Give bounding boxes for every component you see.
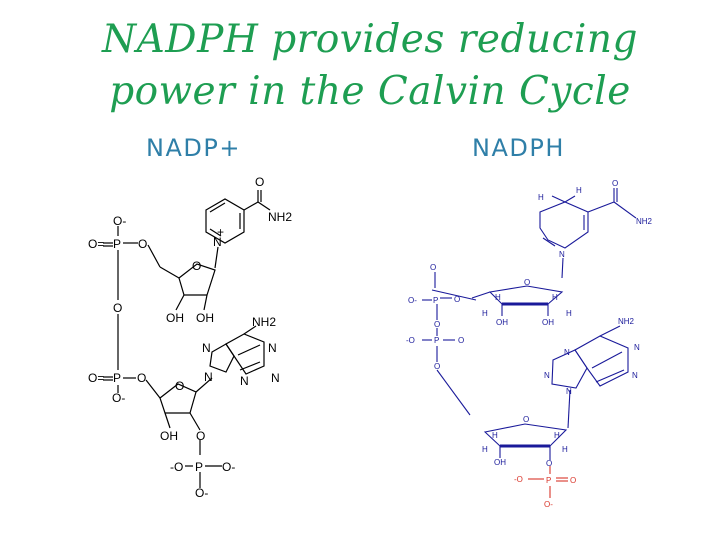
- atom-label: N: [566, 387, 572, 396]
- atom-label: OH: [496, 318, 508, 327]
- atom-label: O: [458, 336, 464, 345]
- atom-label: N: [268, 341, 277, 355]
- atom-label: O: [570, 476, 576, 485]
- atom-label: O: [113, 301, 122, 315]
- atom-label: OH: [542, 318, 554, 327]
- atom-label: H: [495, 293, 501, 302]
- atom-label: -O: [406, 336, 415, 345]
- atom-label: N: [240, 374, 249, 388]
- atom-label: P: [113, 371, 121, 385]
- ribose-ring-top: [488, 285, 564, 305]
- ribose-ring-top: [178, 263, 216, 296]
- atom-label: N: [559, 250, 565, 259]
- atom-label: O: [196, 429, 205, 443]
- atom-label: N: [634, 343, 640, 352]
- atom-label: N: [271, 371, 280, 385]
- atom-label: OH: [166, 311, 184, 325]
- atom-label: -O: [514, 475, 523, 484]
- atom-label: O-: [544, 500, 553, 509]
- atom-label: P: [434, 336, 439, 345]
- adenine-six-ring: [574, 335, 629, 387]
- atom-label: NH2: [636, 217, 653, 226]
- atom-label: H: [492, 431, 498, 440]
- atom-label: O: [524, 278, 530, 287]
- atom-label: O-: [112, 391, 125, 405]
- nadph-structure: [422, 188, 637, 460]
- atom-label: OH: [196, 311, 214, 325]
- adenine-five-ring: [551, 349, 588, 389]
- atom-label: NH2: [268, 210, 292, 224]
- adenine-five-ring: [209, 343, 235, 373]
- atom-label: N: [213, 235, 222, 249]
- atom-label: H: [566, 309, 572, 318]
- atom-label: O: [546, 459, 552, 468]
- slide-title: NADPH provides reducing power in the Cal…: [60, 14, 680, 118]
- atom-label: N: [564, 348, 570, 357]
- atom-label: N: [544, 371, 550, 380]
- atom-label: O: [138, 237, 147, 251]
- adenine-six-ring: [225, 333, 265, 375]
- atom-label: O-: [195, 486, 208, 500]
- atom-label: P: [546, 476, 551, 485]
- atom-label: O: [523, 415, 529, 424]
- nadph-label: NADPH: [472, 134, 565, 162]
- atom-label: OH: [160, 429, 178, 443]
- atom-label: P: [195, 460, 203, 474]
- nadp-plus-label: NADP+: [146, 134, 241, 162]
- atom-label: NH2: [618, 317, 635, 326]
- atom-label: -O: [170, 460, 183, 474]
- atom-label: N: [202, 341, 211, 355]
- title-line-1: NADPH provides reducing: [102, 17, 638, 62]
- nadph-phosphate-group: [528, 466, 568, 498]
- dihydropyridine-ring: [539, 201, 589, 249]
- atom-label: N: [204, 370, 213, 384]
- atom-label: O: [137, 371, 146, 385]
- atom-label: P: [433, 296, 438, 305]
- atom-label: O: [454, 295, 460, 304]
- atom-label: O: [430, 263, 436, 272]
- atom-label: O: [192, 259, 201, 273]
- atom-label: NH2: [252, 315, 276, 329]
- atom-label: O: [175, 379, 184, 393]
- atom-label: N: [632, 371, 638, 380]
- ribose-ring-low: [159, 383, 197, 414]
- atom-label: O=: [88, 371, 104, 385]
- atom-label: H: [538, 193, 544, 202]
- nadp-plus-structure: [103, 190, 271, 488]
- nadp-plus-atoms: O NH2 N + O- O= P O O O OH OH NH2 N N N …: [88, 175, 292, 500]
- nadph-atoms: H H O NH2 N O O- P O O -O P O O O H H H …: [406, 179, 653, 509]
- atom-label: H: [482, 309, 488, 318]
- atom-label: H: [482, 445, 488, 454]
- ribose-ring-low: [483, 423, 568, 447]
- atom-label: H: [554, 431, 560, 440]
- atom-label: +: [217, 225, 224, 239]
- atom-label: O: [612, 179, 618, 188]
- atom-label: O-: [113, 214, 126, 228]
- atom-label: O-: [408, 296, 417, 305]
- title-line-2: power in the Calvin Cycle: [109, 69, 631, 114]
- atom-label: O-: [222, 460, 235, 474]
- atom-label: OH: [494, 458, 506, 467]
- atom-label: O: [255, 175, 264, 189]
- atom-label: O=: [88, 237, 104, 251]
- atom-label: H: [552, 293, 558, 302]
- atom-label: O: [434, 362, 440, 371]
- atom-label: H: [576, 186, 582, 195]
- nicotinamide-ring: [205, 198, 245, 244]
- atom-label: P: [113, 237, 121, 251]
- atom-label: H: [562, 445, 568, 454]
- atom-label: O: [434, 320, 440, 329]
